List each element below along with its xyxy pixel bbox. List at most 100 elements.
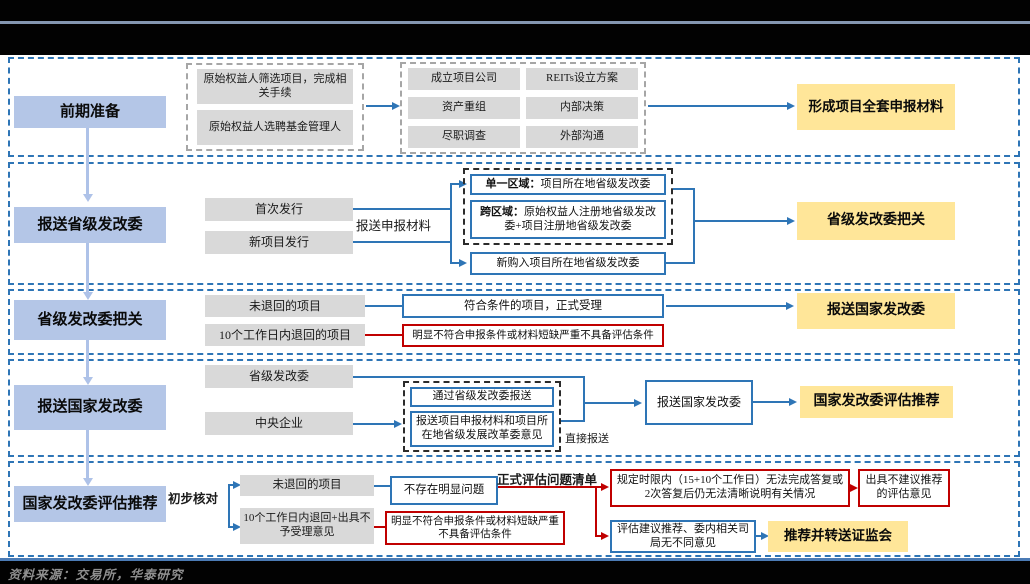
connector-line: [693, 188, 695, 264]
stage-provincial-ndrc-review: 省级发改委把关: [14, 300, 166, 340]
asset-restructuring-box: 资产重组: [408, 97, 520, 119]
setup-project-company-box: 成立项目公司: [408, 68, 520, 90]
connector-line: [648, 105, 788, 107]
connector-line: [228, 484, 234, 486]
application-materials-opinion-box: 报送项目申报材料和项目所在地省级发展改革委意见: [410, 411, 554, 447]
internal-decision-box: 内部决策: [526, 97, 638, 119]
not-returned-projects-box-2: 未退回的项目: [240, 475, 374, 496]
submit-national-ndrc-box: 报送国家发改委: [645, 380, 753, 425]
single-region-text: 项目所在地省级发改委: [540, 177, 651, 190]
preparation-group-2: [400, 62, 646, 154]
stage-submit-national-ndrc: 报送国家发改委: [14, 385, 166, 430]
stage-national-ndrc-evaluation: 国家发改委评估推荐: [14, 486, 166, 522]
connector-line: [583, 376, 585, 422]
connector-line: [353, 208, 452, 210]
recommend-no-objection-box: 评估建议推荐、委内相关司局无不同意见: [610, 520, 756, 553]
single-region-box: 单一区域：项目所在地省级发改委: [470, 174, 666, 195]
outcome-recommend-to-csrc: 推荐并转送证监会: [768, 521, 908, 552]
provincial-ndrc-routing-group: [463, 168, 673, 245]
via-provincial-ndrc-box: 通过省级发改委报送: [410, 387, 554, 407]
provincial-ndrc-source-box: 省级发改委: [205, 365, 353, 388]
submit-materials-label: 报送申报材料: [356, 219, 432, 233]
connector-line: [353, 241, 452, 243]
outcome-provincial-ndrc-gatekeeping: 省级发改委把关: [797, 202, 955, 240]
connector-line: [353, 423, 395, 425]
formal-issue-list-label: 正式评估问题清单: [497, 473, 598, 487]
bottom-rule: [0, 558, 1030, 561]
connector-line: [595, 535, 602, 537]
connector-line: [365, 334, 402, 336]
accepted-projects-box: 符合条件的项目，正式受理: [402, 294, 664, 318]
source-note: 资料来源：交易所，华泰研究: [8, 568, 184, 582]
arrow-right-icon: [601, 483, 609, 491]
new-purchase-project-box: 新购入项目所在地省级发改委: [470, 252, 666, 275]
arrow-right-icon: [761, 532, 769, 540]
initial-check-label: 初步核对: [168, 492, 219, 506]
outcome-national-ndrc-evaluation: 国家发改委评估推荐: [800, 386, 953, 418]
stage-connector-line: [86, 128, 89, 194]
stage-preparation: 前期准备: [14, 96, 166, 128]
central-enterprise-box: 中央企业: [205, 412, 353, 435]
rejected-projects-box-2: 明显不符合申报条件或材料短缺严重不具备评估条件: [385, 511, 565, 545]
originator-hire-manager-box: 原始权益人选聘基金管理人: [197, 110, 353, 145]
stage-connector-line: [86, 243, 89, 293]
connector-line: [753, 401, 790, 403]
stage-submit-provincial-ndrc: 报送省级发改委: [14, 207, 166, 243]
arrow-right-icon: [392, 102, 400, 110]
stage-connector-arrow-icon: [83, 292, 93, 300]
stage-connector-line: [86, 340, 89, 378]
no-obvious-issue-box: 不存在明显问题: [390, 476, 498, 505]
external-communication-box: 外部沟通: [526, 126, 638, 148]
outcome-full-application-materials: 形成项目全套申报材料: [797, 84, 955, 130]
stage-connector-arrow-icon: [83, 478, 93, 486]
returned-with-rejection-opinion-box: 10个工作日内退回+出具不予受理意见: [240, 508, 374, 544]
arrow-right-icon: [787, 102, 795, 110]
arrow-right-icon: [601, 532, 609, 540]
outcome-submit-national-ndrc: 报送国家发改委: [797, 293, 955, 329]
connector-line: [666, 262, 695, 264]
arrow-right-icon: [233, 523, 241, 531]
not-returned-projects-box: 未退回的项目: [205, 295, 365, 317]
originator-screening-box: 原始权益人筛选项目，完成相关手续: [197, 69, 353, 104]
arrow-right-icon: [789, 398, 797, 406]
connector-line: [583, 402, 635, 404]
connector-line: [595, 486, 597, 537]
connector-line: [450, 183, 460, 185]
cross-region-text: 原始权益人注册地省级发改委+项目注册地省级发改委: [504, 206, 656, 232]
preparation-group-1: [186, 63, 364, 151]
connector-line: [673, 188, 695, 190]
reits-setup-plan-box: REITs设立方案: [526, 68, 638, 90]
due-diligence-box: 尽职调查: [408, 126, 520, 148]
connector-line: [595, 486, 602, 488]
single-region-prefix: 单一区域：: [485, 177, 541, 190]
connector-line: [365, 305, 402, 307]
direct-submission-label: 直接报送: [565, 433, 609, 445]
connector-line: [366, 105, 393, 107]
arrow-right-icon: [394, 420, 402, 428]
stage-connector-arrow-icon: [83, 377, 93, 385]
connector-line: [666, 305, 787, 307]
connector-line: [353, 376, 585, 378]
connector-line: [228, 526, 234, 528]
not-recommended-opinion-box: 出具不建议推荐的评估意见: [858, 469, 950, 507]
arrow-right-icon: [787, 217, 795, 225]
bottom-black-bar: [0, 561, 1030, 584]
cross-region-box: 跨区域：原始权益人注册地省级发改委+项目注册地省级发改委: [470, 200, 666, 239]
connector-line: [498, 486, 597, 488]
top-black-bar: [0, 0, 1030, 55]
top-rule: [0, 21, 1030, 24]
connector-line: [693, 220, 788, 222]
arrow-right-icon: [850, 484, 858, 492]
cannot-reply-in-time-box: 规定时限内（15+10个工作日）无法完成答复或2次答复后仍无法清晰说明有关情况: [610, 469, 850, 507]
connector-line: [374, 485, 390, 487]
connector-line: [450, 262, 460, 264]
connector-line: [756, 535, 762, 537]
arrow-right-icon: [233, 481, 241, 489]
stage-connector-line: [86, 430, 89, 479]
arrow-right-icon: [786, 302, 794, 310]
new-project-issuance-box: 新项目发行: [205, 231, 353, 254]
stage-connector-arrow-icon: [83, 194, 93, 202]
connector-line: [450, 183, 452, 264]
connector-line: [374, 526, 385, 528]
